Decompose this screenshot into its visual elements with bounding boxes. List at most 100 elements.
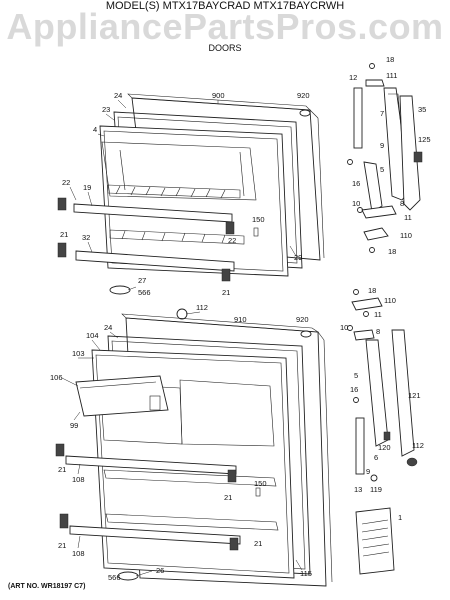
bar-end-cap-icon[interactable]: [57, 197, 67, 211]
callout-label: 112: [412, 441, 424, 450]
callout-label: 119: [370, 485, 382, 494]
callout-label: 35: [418, 105, 426, 114]
bar-end-cap-icon[interactable]: [227, 469, 237, 483]
bar-end-cap-icon[interactable]: [59, 513, 69, 529]
freezer-wire-shelf[interactable]: [107, 184, 241, 199]
hinge-bracket[interactable]: [363, 161, 383, 213]
freezer-handle-cover[interactable]: [399, 95, 421, 211]
dairy-door-hinge[interactable]: [149, 395, 161, 411]
callout-label: 8: [400, 199, 404, 208]
callout-label: 10: [340, 323, 348, 332]
handle-trim-strip[interactable]: [353, 87, 363, 149]
screw-icon[interactable]: [353, 397, 359, 403]
screw-icon[interactable]: [357, 207, 363, 213]
bottom-hinge[interactable]: [363, 227, 389, 241]
callout-label: 9: [380, 141, 384, 150]
bar-end-cap-icon[interactable]: [229, 537, 239, 551]
screw-icon[interactable]: [353, 289, 359, 295]
screw-icon[interactable]: [370, 474, 378, 482]
screw-icon[interactable]: [369, 63, 375, 69]
callout-label: 99: [70, 421, 78, 430]
callout-label: 150: [252, 215, 265, 224]
callout-label: 5: [354, 371, 358, 380]
handle-clip-icon[interactable]: [413, 151, 423, 163]
screw-icon[interactable]: [253, 227, 259, 237]
callout-label: 8: [376, 327, 380, 336]
callout-label: 21: [58, 541, 66, 550]
fresh-food-door-assembly: [55, 308, 333, 587]
plug-icon[interactable]: [176, 308, 188, 320]
screw-icon[interactable]: [363, 311, 369, 317]
freezer-hardware-callouts: 18 12 111 7 35 9 125 16 5 10 8 11 110 18: [349, 55, 431, 256]
handle-clip-icon[interactable]: [383, 431, 391, 441]
freezer-callouts: 900 920 24 23 4 22 19 21 32 27 566 150 2…: [60, 91, 310, 297]
bar-end-cap-icon[interactable]: [55, 443, 65, 457]
freezer-lower-shelf[interactable]: [109, 229, 245, 245]
freezer-door-bar-lower[interactable]: [75, 250, 235, 272]
callout-label: 16: [350, 385, 358, 394]
plug-icon[interactable]: [406, 457, 418, 467]
bar-end-cap-icon[interactable]: [225, 221, 235, 235]
callout-label: 27: [138, 276, 146, 285]
callout-label: 125: [418, 135, 431, 144]
callout-label: 26: [156, 566, 164, 575]
fresh-food-hardware-callouts: 18 110 11 10 8 5 16 121 120 13 119 9 6 1…: [340, 286, 424, 522]
plug-icon[interactable]: [299, 109, 311, 117]
freezer-hinge-hardware: [347, 63, 423, 253]
freezer-door-assembly: [57, 93, 325, 295]
callout-label: 22: [62, 178, 70, 187]
callout-label: 120: [378, 443, 391, 452]
callout-label: 16: [352, 179, 360, 188]
fresh-food-handle-cover[interactable]: [391, 329, 415, 457]
callout-label: 110: [400, 231, 412, 240]
callout-label: 23: [102, 105, 110, 114]
callout-label: 112: [196, 303, 208, 312]
screw-icon[interactable]: [255, 487, 261, 497]
callout-label: 18: [368, 286, 376, 295]
fresh-food-callouts: 112 910 920 24 104 103 106 99 21 108 21 …: [50, 303, 312, 582]
fresh-food-door-bar-lower[interactable]: [69, 525, 241, 545]
hinge-plate[interactable]: [361, 205, 397, 219]
callout-label: 21: [60, 230, 68, 239]
callout-label: 920: [297, 91, 310, 100]
top-hinge[interactable]: [353, 329, 375, 341]
callout-label: 13: [354, 485, 362, 494]
callout-label: 29: [294, 253, 302, 262]
fresh-food-clip[interactable]: [117, 571, 139, 581]
callout-label: 1: [398, 513, 402, 522]
model-header: MODEL(S) MTX17BAYCRAD MTX17BAYCRWH: [105, 0, 345, 12]
callout-label: 11: [374, 310, 382, 319]
callout-label: 21: [222, 288, 230, 297]
handle-trim-strip[interactable]: [355, 417, 365, 475]
callout-label: 18: [386, 55, 394, 64]
bar-end-cap-icon[interactable]: [221, 268, 231, 282]
hinge-plate[interactable]: [351, 297, 383, 311]
callout-label: 104: [86, 331, 99, 340]
screw-icon[interactable]: [369, 247, 375, 253]
callout-label: 21: [254, 539, 262, 548]
callout-label: 920: [296, 315, 309, 324]
callout-label: 150: [254, 479, 267, 488]
section-title: DOORS: [208, 43, 242, 53]
hinge-cover-icon[interactable]: [365, 79, 385, 87]
bar-end-cap-icon[interactable]: [57, 242, 67, 258]
literature-booklet[interactable]: [355, 507, 395, 575]
dairy-door[interactable]: [75, 375, 169, 417]
freezer-clip[interactable]: [109, 285, 131, 295]
screw-icon[interactable]: [347, 159, 353, 165]
freezer-door-liner[interactable]: [99, 125, 289, 277]
callout-label: 4: [93, 125, 97, 134]
callout-label: 103: [72, 349, 85, 358]
callout-label: 24: [104, 323, 112, 332]
callout-label: 24: [114, 91, 122, 100]
callout-label: 11: [404, 213, 412, 222]
screw-icon[interactable]: [347, 325, 353, 331]
callout-label: 910: [234, 315, 247, 324]
callout-label: 566: [108, 573, 121, 582]
fresh-food-handle[interactable]: [365, 339, 389, 447]
callout-label: 32: [82, 233, 90, 242]
fresh-food-hinge-hardware: [347, 289, 418, 575]
callout-label: 121: [408, 391, 421, 400]
plug-icon[interactable]: [300, 330, 312, 338]
